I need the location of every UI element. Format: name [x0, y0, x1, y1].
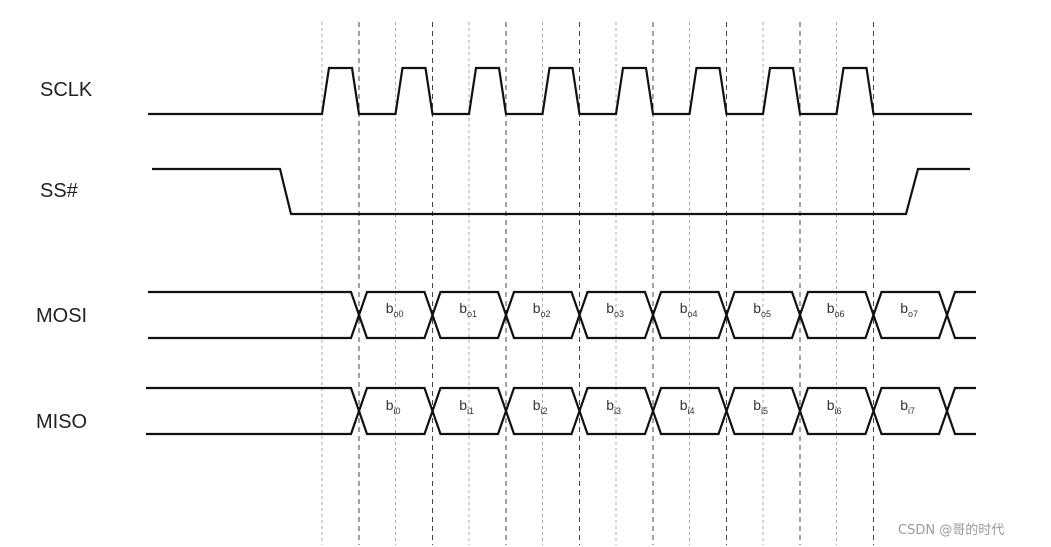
mosi-bit-7: bo7 — [900, 300, 918, 319]
ss-waveform — [152, 167, 970, 216]
miso-bit-3: bi3 — [606, 397, 621, 416]
mosi-bit-6: bo6 — [827, 300, 845, 319]
mosi-bit-3: bo3 — [606, 300, 624, 319]
miso-bit-4: bi4 — [680, 397, 695, 416]
miso-bit-2: bi2 — [533, 397, 548, 416]
sclk-label: SCLK — [40, 79, 93, 101]
gridlines — [321, 22, 874, 545]
signal-labels: SCLK SS# MOSI MISO — [36, 79, 93, 433]
mosi-waveform-low — [148, 311, 976, 340]
ss-label: SS# — [40, 180, 79, 202]
miso-label: MISO — [36, 411, 87, 433]
mosi-bit-1: bo1 — [459, 300, 477, 319]
miso-waveform-high — [146, 386, 976, 415]
mosi-label: MOSI — [36, 305, 87, 327]
mosi-waveform-high — [148, 290, 976, 319]
miso-bit-7: bi7 — [900, 397, 915, 416]
watermark: CSDN @哥的时代 — [898, 522, 1004, 538]
mosi-bit-4: bo4 — [680, 300, 698, 319]
waveforms — [146, 66, 976, 436]
miso-bit-5: bi5 — [753, 397, 768, 416]
bit-labels: bo0 bo1 bo2 bo3 bo4 bo5 bo6 bo7 bi0 bi1 bi2 bi3 bi4 b… — [386, 300, 918, 416]
miso-bit-6: bi6 — [827, 397, 842, 416]
miso-waveform-low — [146, 407, 976, 436]
mosi-bit-5: bo5 — [753, 300, 771, 319]
mosi-bit-2: bo2 — [533, 300, 551, 319]
sclk-waveform — [148, 66, 972, 116]
mosi-bit-0: bo0 — [386, 300, 404, 319]
miso-bit-0: bi0 — [386, 397, 401, 416]
miso-bit-1: bi1 — [459, 397, 474, 416]
